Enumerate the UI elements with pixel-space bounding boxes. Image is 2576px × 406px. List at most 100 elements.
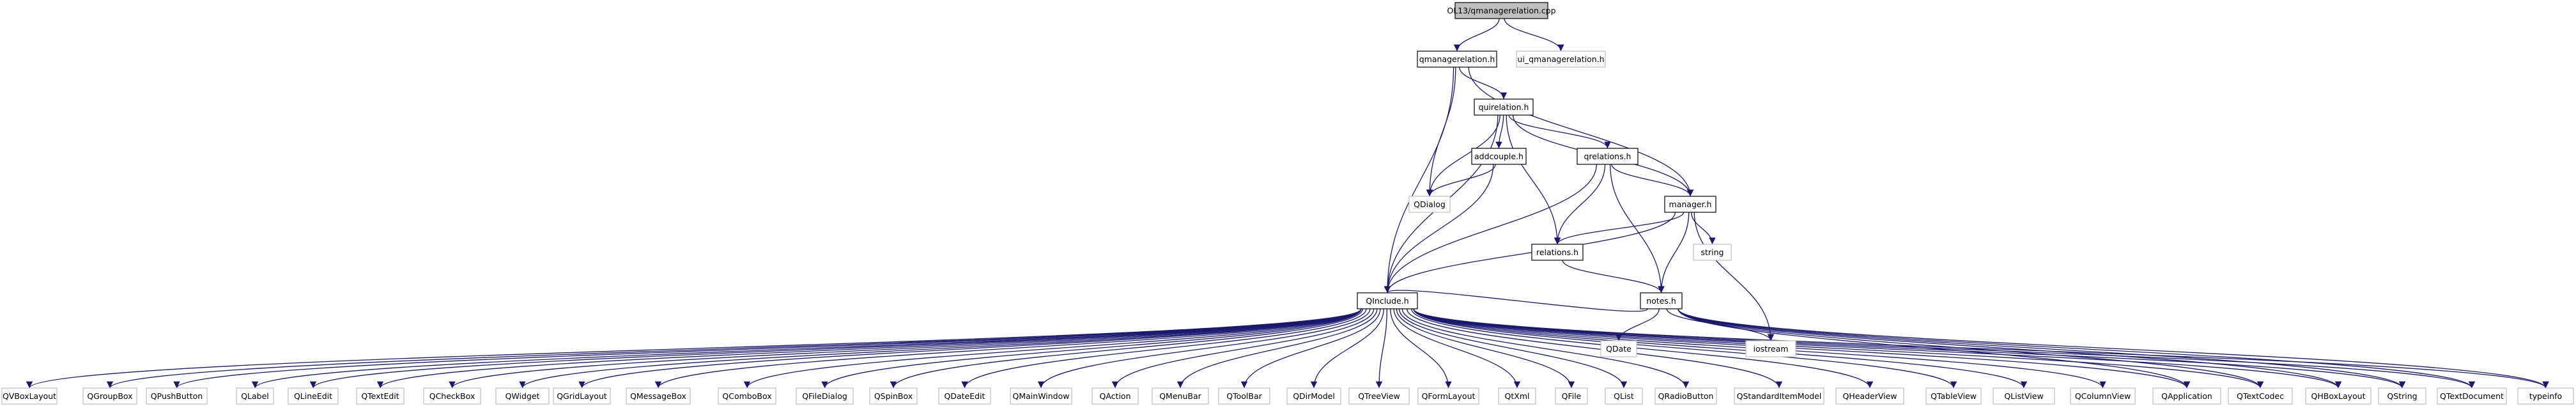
node-label: QPushButton (151, 391, 203, 401)
node-label: QString (2387, 391, 2417, 401)
edge-qinclude-to-b22 (1396, 308, 1575, 389)
node-qtextdocument: QTextDocument (2437, 387, 2507, 405)
edge-arrow (1384, 212, 1676, 293)
edge-qinclude-to-b11 (821, 308, 1362, 389)
edge-qinclude-to-b32 (1413, 308, 2341, 389)
edge-arrow (1426, 164, 1496, 197)
edge-arrow (1508, 114, 1611, 149)
node-label: QCheckBox (429, 391, 475, 401)
edge-arrow (1677, 308, 2475, 389)
edge-qinclude-to-b2 (173, 308, 1362, 389)
edge-qinclude-to-b24 (1401, 308, 1690, 389)
node-qaction: QAction (1091, 387, 1139, 405)
node-qpushbutton: QPushButton (146, 387, 208, 405)
node-box (938, 387, 991, 405)
node-label: QFile (1562, 391, 1582, 401)
node-box (1654, 387, 1717, 405)
edge-arrow (1396, 308, 1575, 389)
node-relations-h[interactable]: relations.h (1531, 244, 1584, 261)
edge-arrow (1393, 308, 1521, 389)
edge-relations-to-notes (1562, 260, 1665, 293)
edge-qinclude-to-b15 (1111, 308, 1375, 389)
node-qcheckbox: QCheckBox (423, 387, 481, 405)
node-qmenubar: QMenuBar (1152, 387, 1209, 405)
edge-manager-to-qinclude (1384, 212, 1676, 293)
node-box (718, 387, 776, 405)
edge-arrow (310, 308, 1362, 389)
node-label: qrelations.h (1584, 152, 1631, 161)
node-box (1091, 387, 1139, 405)
edge-arrow (1413, 308, 2028, 389)
edge-arrow (821, 308, 1362, 389)
edge-root-to-uiq (1504, 18, 1564, 52)
node-qtreeview: QTreeView (1348, 387, 1410, 405)
edge-arrow (173, 308, 1362, 389)
node-label: QMainWindow (1013, 391, 1070, 401)
node-qinclude-h[interactable]: QInclude.h (1357, 292, 1418, 309)
edge-arrow (1413, 308, 2475, 389)
node-typeinfo: typeinfo (2517, 387, 2574, 405)
node-qmessagebox: QMessageBox (626, 387, 691, 405)
node-box (1531, 244, 1584, 261)
node-box (1516, 51, 1606, 68)
node-addcouple-h[interactable]: addcouple.h (1471, 148, 1527, 165)
edge-arrow (1506, 114, 1561, 245)
edge-qinclude-to-b7 (519, 308, 1362, 389)
edge-arrow (578, 308, 1362, 389)
edge-qinclude-to-b9 (655, 308, 1362, 389)
node-qcombobox: QComboBox (718, 387, 776, 405)
edge-qinclude-to-b31 (1413, 308, 2264, 389)
node-label: QHBoxLayout (2311, 391, 2366, 401)
node-qlist: QList (1605, 387, 1643, 405)
node-box (1577, 148, 1639, 165)
edge-arrow (1677, 308, 2191, 389)
edge-qinclude-to-b0 (26, 308, 1362, 389)
node-notes-h[interactable]: notes.h (1640, 292, 1683, 309)
node-label: QtXml (1505, 391, 1530, 401)
node-label: OL13/qmanagerelation.cpp (1447, 6, 1555, 15)
node-label: QMenuBar (1159, 391, 1201, 401)
node-qgroupbox: QGroupBox (82, 387, 137, 405)
node-label: QTextDocument (2440, 391, 2504, 401)
node-box (1218, 387, 1270, 405)
node-label: QList (1614, 391, 1634, 401)
node-qstring: QString (2378, 387, 2426, 405)
edge-qinclude-to-b21 (1393, 308, 1521, 389)
node-label: iostream (1754, 344, 1789, 354)
node-qspinbox: QSpinBox (869, 387, 918, 405)
node-box (626, 387, 691, 405)
node-box (1664, 196, 1716, 213)
node-label: qmanagerelation.h (1419, 54, 1495, 64)
node-box (2437, 387, 2507, 405)
edge-arrow (743, 308, 1362, 389)
node-box (1745, 340, 1796, 357)
node-manager-h[interactable]: manager.h (1664, 196, 1716, 213)
edge-addc-to-qdialog (1426, 164, 1496, 197)
edge-qinclude-to-b27 (1413, 308, 1957, 389)
node-box (1417, 51, 1497, 68)
edge-arrow (1413, 308, 2190, 389)
node-label: QRadioButton (1658, 391, 1714, 401)
edge-qinclude-to-b28 (1413, 308, 2028, 389)
edge-qrels-to-relations (1554, 164, 1606, 245)
node-qdateedit: QDateEdit (938, 387, 991, 405)
edge-arrow (1411, 308, 1874, 389)
edge-qinclude-to-typeinfo (1413, 308, 2549, 389)
node-box (2378, 387, 2426, 405)
node-box (1, 387, 58, 405)
edge-qrels-to-notes (1610, 164, 1665, 293)
node-label: QHeaderView (1842, 391, 1897, 401)
node-qrelations-h[interactable]: qrelations.h (1577, 148, 1639, 165)
edge-arrow (1413, 308, 2341, 389)
edge-arrow (1413, 308, 2549, 389)
edge-arrow (1562, 260, 1665, 293)
node-quirelation-h[interactable]: quirelation.h (1474, 98, 1534, 116)
edge-arrow (1658, 212, 1690, 293)
edge-notes-to-b33 (1677, 308, 2405, 389)
edge-qmr-to-qrel (1459, 66, 1508, 100)
edge-arrow (1677, 308, 2405, 389)
node-box (2305, 387, 2372, 405)
node-qformlayout: QFormLayout (1417, 387, 1479, 405)
node-label: QLineEdit (294, 391, 332, 401)
node-qmanagerelation-h[interactable]: qmanagerelation.h (1417, 51, 1497, 68)
